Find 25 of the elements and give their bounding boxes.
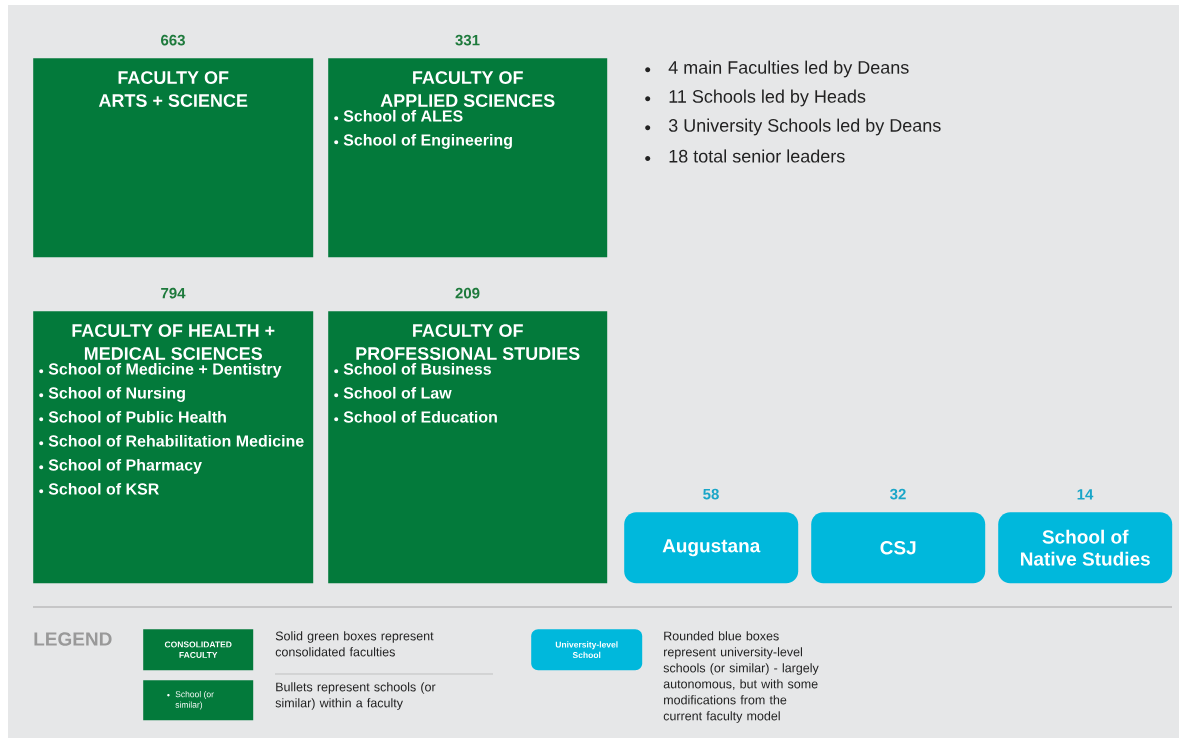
bullet-point: 11 Schools led by Heads xyxy=(645,89,866,107)
school-box: CSJ xyxy=(811,512,986,584)
count-label: 794 xyxy=(161,287,186,299)
count-label: 58 xyxy=(703,488,719,500)
faculty-box: FACULTY OF PROFESSIONAL STUDIES School of Business School of Law School of Education xyxy=(328,311,608,584)
legend-sample-box: CONSOLIDATED FACULTY xyxy=(143,629,254,671)
school-box: Augustana xyxy=(624,512,799,584)
count-label: 209 xyxy=(455,287,480,299)
faculty-box: FACULTY OF HEALTH + MEDICAL SCIENCES School of Medicine + Dentistry School of Nursing School of Public Health School of Rehabilitation Medicine School of Pharmacy School of KSR xyxy=(33,311,314,584)
count-label: 32 xyxy=(890,488,906,500)
legend-sample-box: School (or similar) xyxy=(143,680,254,721)
bullet-point: 4 main Faculties led by Deans xyxy=(645,60,909,78)
count-label: 14 xyxy=(1077,489,1094,500)
legend-text: Bullets represent schools (or similar) within a faculty xyxy=(275,682,436,710)
legend-heading: LEGEND xyxy=(34,632,112,646)
legend-text: Rounded blue boxes represent university-level schools (or similar) - largely autonomous, but with some modifications from the current faculty model xyxy=(663,631,819,723)
school-box: School of Native Studies xyxy=(998,512,1173,584)
faculty-box: FACULTY OF APPLIED SCIENCES School of ALES School of Engineering xyxy=(328,58,608,258)
legend-sample-box: University-level School xyxy=(531,629,643,671)
legend-text: Solid green boxes represent consolidated faculties xyxy=(275,631,434,657)
faculty-box: FACULTY OF ARTS + SCIENCE xyxy=(33,58,314,258)
count-label: 663 xyxy=(161,34,185,46)
count-label: 331 xyxy=(455,34,480,46)
bullet-point: 3 University Schools led by Deans xyxy=(645,118,941,136)
bullet-point: 18 total senior leaders xyxy=(645,149,845,163)
